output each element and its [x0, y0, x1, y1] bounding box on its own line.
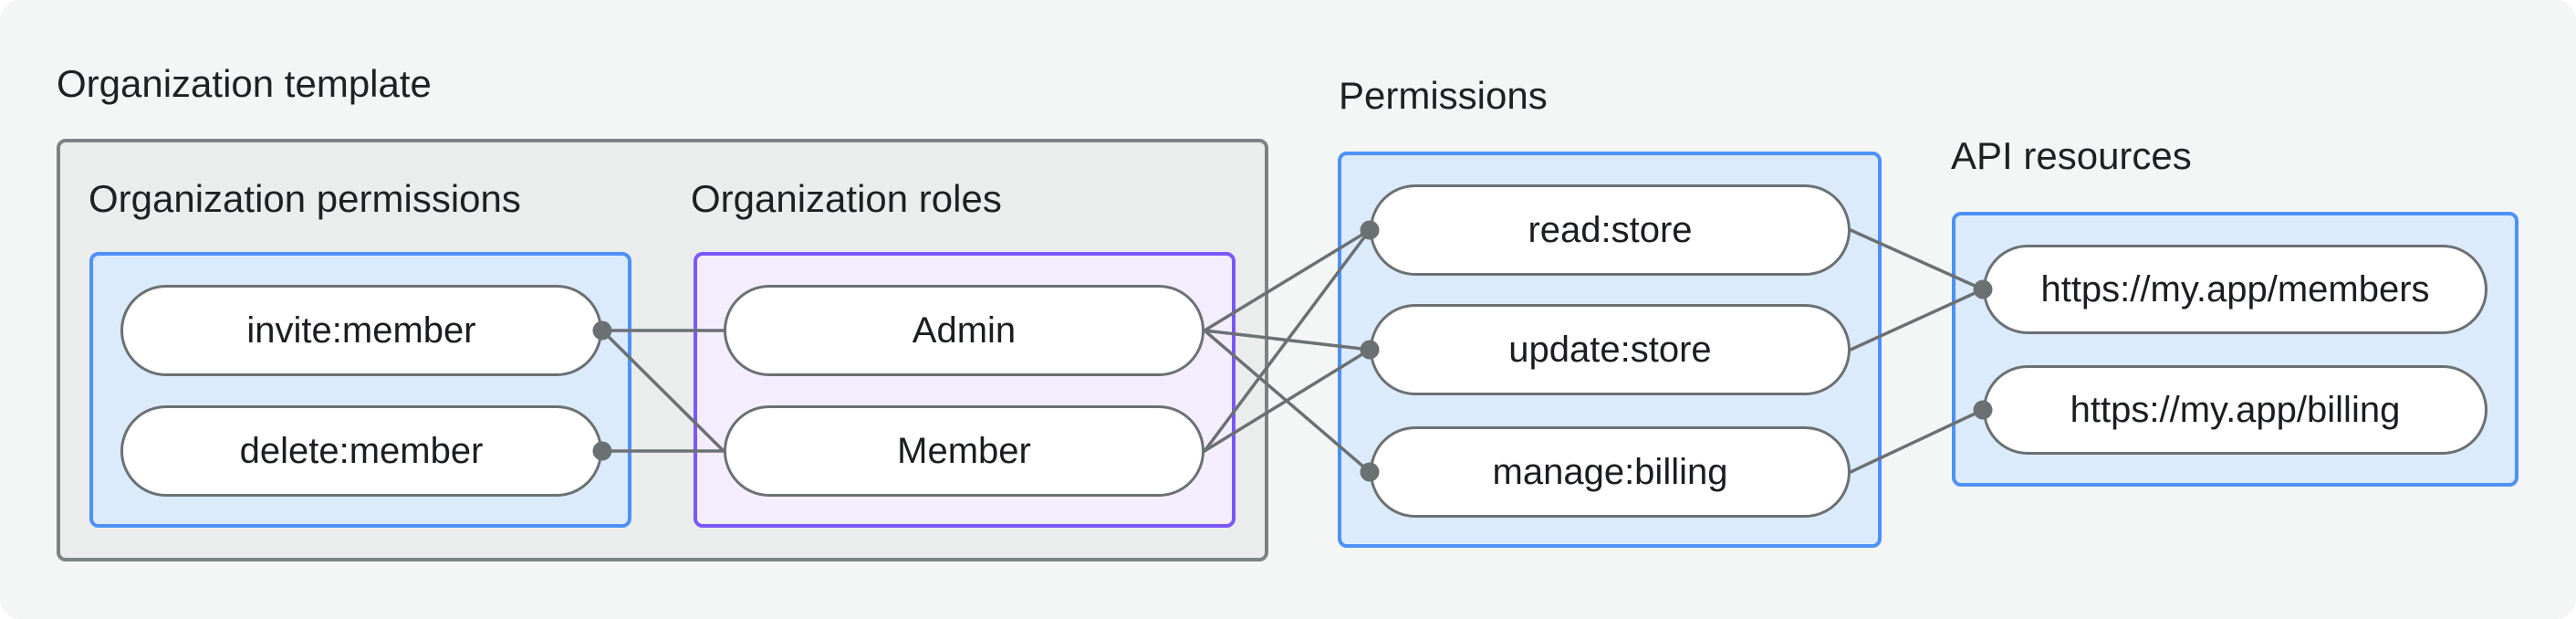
permissions-title: Permissions [1339, 74, 1548, 117]
node-read-store: read:store [1370, 184, 1851, 276]
node-manage-billing: manage:billing [1370, 426, 1851, 518]
node-member: Member [724, 405, 1205, 497]
node-api-billing: https://my.app/billing [1983, 365, 2487, 455]
organization-template-title: Organization template [57, 62, 432, 105]
node-read-store-label: read:store [1528, 210, 1693, 250]
node-api-billing-label: https://my.app/billing [2070, 390, 2401, 430]
node-invite-member-label: invite:member [246, 310, 476, 351]
node-member-label: Member [897, 431, 1031, 471]
node-delete-member: delete:member [120, 405, 602, 497]
node-delete-member-label: delete:member [239, 431, 484, 471]
organization-permissions-title: Organization permissions [89, 177, 521, 220]
node-admin-label: Admin [912, 310, 1017, 351]
organization-roles-title: Organization roles [691, 177, 1002, 220]
node-api-members-label: https://my.app/members [2040, 269, 2430, 310]
node-manage-billing-label: manage:billing [1492, 452, 1728, 492]
api-resources-title: API resources [1951, 134, 2192, 177]
node-update-store-label: update:store [1508, 330, 1712, 370]
node-update-store: update:store [1370, 304, 1851, 395]
node-admin: Admin [724, 285, 1205, 376]
node-api-members: https://my.app/members [1983, 245, 2487, 334]
node-invite-member: invite:member [120, 285, 602, 376]
